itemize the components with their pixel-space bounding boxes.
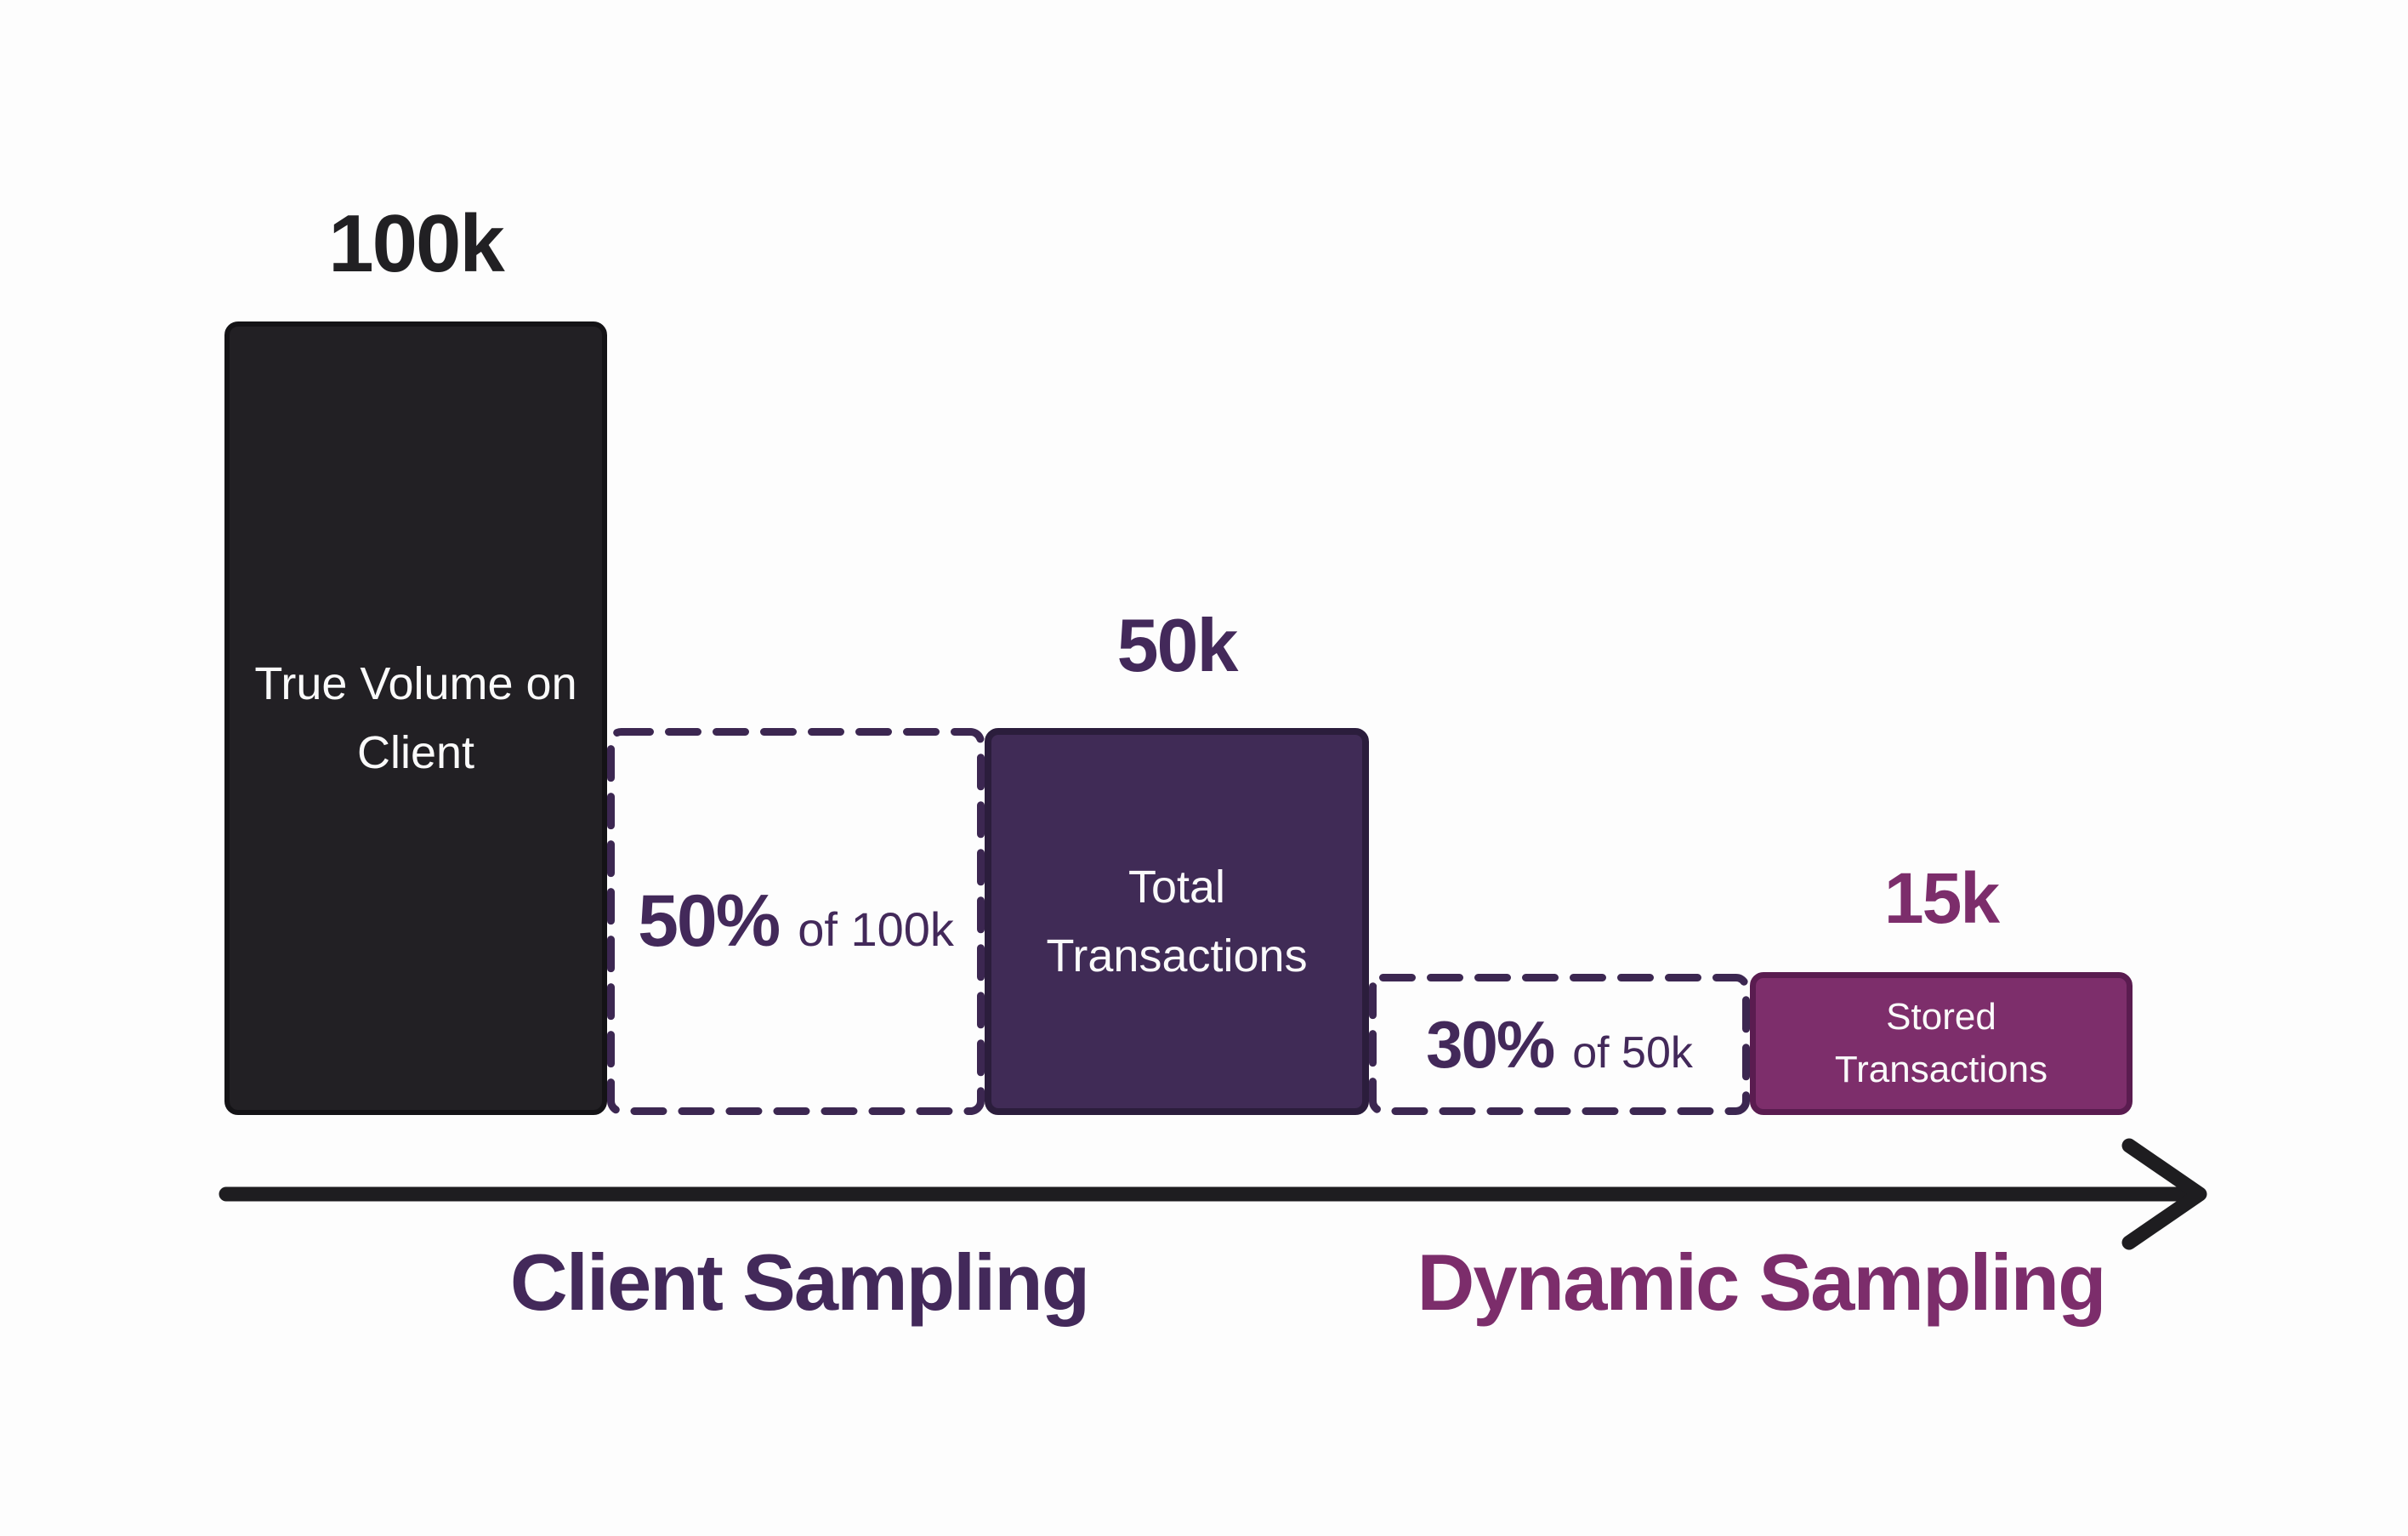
dynamic-sampling-rate-box: 30% of 50k [1369, 974, 1750, 1115]
value-label-100k: 100k [328, 198, 505, 289]
dynamic-sampling-rate-text: 30% of 50k [1426, 1006, 1693, 1084]
bar-total-transactions: Total Transactions [985, 728, 1369, 1115]
timeline-arrow [219, 1138, 2207, 1250]
client-sampling-rate-suffix: of 100k [798, 902, 954, 956]
bar-stored-transactions-label: Stored Transactions [1834, 996, 2048, 1090]
dynamic-sampling-rate-percent: 30% [1426, 1006, 1555, 1082]
client-sampling-rate-text: 50% of 100k [638, 879, 954, 964]
client-sampling-dashed-region [607, 728, 985, 1115]
client-sampling-rate-percent: 50% [638, 880, 781, 962]
bar-stored-transactions: Stored Transactions [1750, 972, 2133, 1115]
value-label-50k: 50k [1116, 603, 1239, 687]
client-sampling-rate-box: 50% of 100k [607, 728, 985, 1115]
timeline-arrowhead-icon [2121, 1138, 2207, 1250]
dynamic-sampling-dashed-region [1369, 974, 1750, 1115]
axis-label-client-sampling: Client Sampling [509, 1237, 1090, 1327]
bar-true-volume: True Volume on Client [224, 321, 607, 1115]
value-label-15k: 15k [1883, 858, 2000, 938]
bar-true-volume-label: True Volume on Client [254, 657, 577, 778]
bar-total-transactions-label: Total Transactions [1046, 861, 1308, 981]
dynamic-sampling-rate-suffix: of 50k [1572, 1027, 1693, 1078]
axis-label-dynamic-sampling: Dynamic Sampling [1417, 1237, 2107, 1327]
